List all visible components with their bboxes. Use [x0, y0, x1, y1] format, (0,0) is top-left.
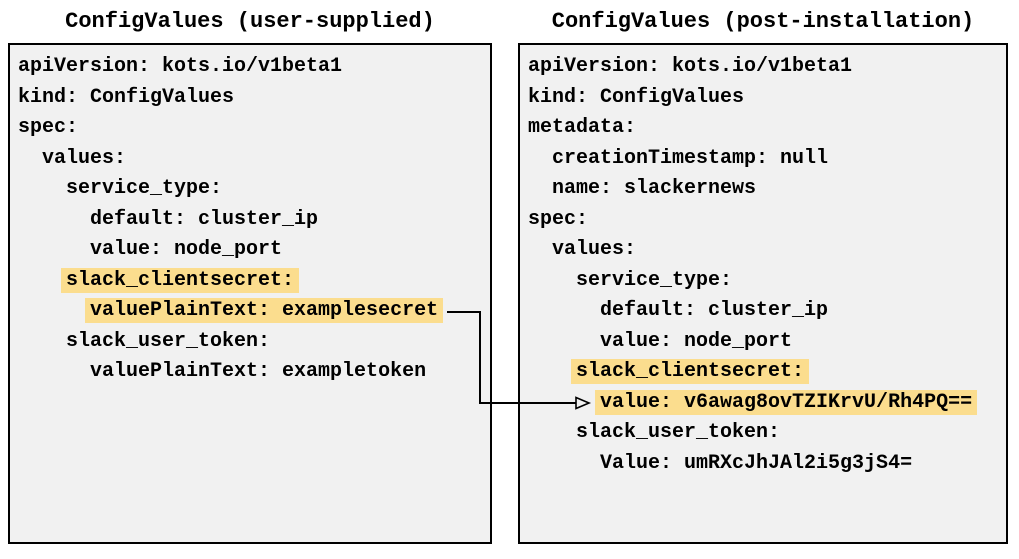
yaml-code-line: apiVersion: kots.io/v1beta1 [528, 52, 1006, 83]
yaml-text: service_type: [576, 268, 733, 292]
yaml-code-line: value: node_port [18, 235, 490, 266]
yaml-text: Value: umRXcJhJAl2i5g3jS4= [600, 451, 913, 475]
yaml-code-line: service_type: [528, 266, 1006, 297]
yaml-code-line: valuePlainText: examplesecret [18, 296, 490, 327]
yaml-code-line: spec: [18, 113, 490, 144]
yaml-text: default: cluster_ip [90, 207, 319, 231]
yaml-text: apiVersion: kots.io/v1beta1 [18, 55, 343, 78]
left-yaml-code: apiVersion: kots.io/v1beta1 kind: ConfigV… [10, 45, 490, 388]
yaml-code-line: kind: ConfigValues [18, 83, 490, 114]
yaml-text: slack_user_token: [66, 329, 271, 353]
highlighted-yaml-text: slack_clientsecret: [571, 359, 810, 384]
yaml-code-line: slack_clientsecret: [18, 266, 490, 297]
yaml-text: apiVersion: kots.io/v1beta1 [528, 55, 853, 78]
yaml-code-line: creationTimestamp: null [528, 144, 1006, 175]
yaml-text: slack_user_token: [576, 421, 781, 444]
highlighted-yaml-text: value: v6awag8ovTZIKrvU/Rh4PQ== [595, 389, 978, 415]
yaml-text: spec: [18, 116, 79, 139]
yaml-code-line: default: cluster_ip [18, 205, 490, 236]
yaml-text: metadata: [528, 116, 637, 139]
yaml-text: value: node_port [600, 329, 793, 353]
yaml-text: kind: ConfigValues [528, 85, 745, 109]
yaml-text: kind: ConfigValues [18, 85, 235, 109]
yaml-code-line: value: v6awag8ovTZIKrvU/Rh4PQ== [528, 388, 1006, 419]
yaml-text: service_type: [66, 177, 223, 200]
yaml-code-line: values: [528, 235, 1006, 266]
yaml-code-line: value: node_port [528, 327, 1006, 358]
yaml-code-line: metadata: [528, 113, 1006, 144]
yaml-code-line: slack_user_token: [528, 418, 1006, 449]
yaml-text: values: [42, 146, 127, 170]
yaml-code-line: valuePlainText: exampletoken [18, 357, 490, 388]
right-panel-title: ConfigValues (post-installation) [551, 9, 975, 34]
yaml-text: values: [552, 238, 637, 261]
yaml-code-line: service_type: [18, 174, 490, 205]
highlighted-yaml-text: valuePlainText: examplesecret [85, 298, 444, 323]
yaml-text: value: node_port [90, 238, 283, 261]
yaml-code-line: default: cluster_ip [528, 296, 1006, 327]
left-panel-user-supplied: apiVersion: kots.io/v1beta1 kind: ConfigV… [8, 43, 492, 544]
yaml-code-line: slack_clientsecret: [528, 357, 1006, 388]
yaml-code-line: name: slackernews [528, 174, 1006, 205]
right-yaml-code: apiVersion: kots.io/v1beta1 kind: ConfigV… [520, 45, 1006, 479]
yaml-code-line: apiVersion: kots.io/v1beta1 [18, 52, 490, 83]
yaml-code-line: spec: [528, 205, 1006, 236]
yaml-text: creationTimestamp: null [552, 146, 829, 170]
yaml-text: default: cluster_ip [600, 299, 829, 322]
yaml-code-line: kind: ConfigValues [528, 83, 1006, 114]
highlighted-yaml-text: slack_clientsecret: [61, 267, 300, 293]
yaml-text: valuePlainText: exampletoken [90, 360, 427, 383]
left-panel-title: ConfigValues (user-supplied) [65, 9, 435, 34]
yaml-text: name: slackernews [552, 177, 757, 200]
yaml-text: spec: [528, 207, 589, 231]
right-panel-post-installation: apiVersion: kots.io/v1beta1 kind: ConfigV… [518, 43, 1008, 544]
yaml-code-line: values: [18, 144, 490, 175]
yaml-code-line: Value: umRXcJhJAl2i5g3jS4= [528, 449, 1006, 480]
yaml-code-line: slack_user_token: [18, 327, 490, 358]
